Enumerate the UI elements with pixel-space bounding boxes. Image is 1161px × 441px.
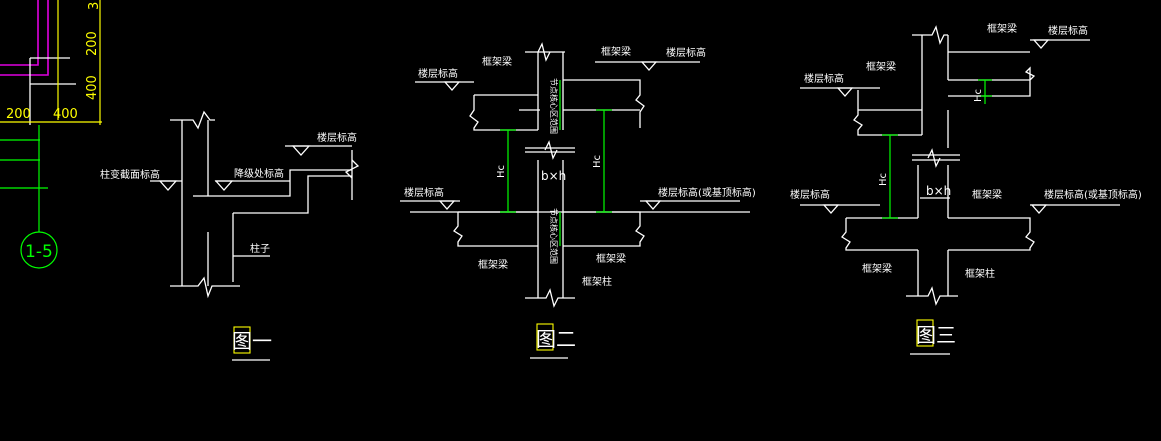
label-frame-beam-top-right: 框架梁: [601, 45, 631, 58]
figure-1-caption: 图一: [232, 329, 272, 353]
label-hc-left: Hc: [496, 165, 507, 178]
beam-upper-left: [469, 95, 538, 131]
label-frame-beam-top: 框架梁: [987, 22, 1017, 35]
label-floor-left-mid: 楼层标高: [790, 188, 830, 201]
label-hc-big: Hc: [878, 173, 889, 186]
label-frame-beam-top-left: 框架梁: [482, 55, 512, 68]
partial-plan-fragment: 1-5 200 400 200 400 3: [0, 0, 102, 269]
beam-lower-left: [453, 212, 538, 247]
dim-3: 3: [87, 2, 102, 10]
break-line-bottom: [170, 276, 240, 299]
label-bxh: b×h: [926, 184, 951, 198]
beam-upper-left: [853, 90, 922, 136]
elevation-mark: [1032, 39, 1050, 49]
elevation-mark: [1030, 204, 1048, 214]
beam-top-right: [948, 66, 1036, 97]
dim-400: 400: [53, 107, 78, 122]
label-floor-right-mid: 楼层标高(或基顶标高): [1044, 188, 1142, 201]
elevation-mark: [438, 200, 456, 210]
label-floor-right-top: 楼层标高: [666, 46, 706, 59]
label-frame-beam-upper-left: 框架梁: [866, 60, 896, 73]
caption-highlight: [916, 319, 934, 347]
elevation-mark: [214, 180, 234, 191]
label-floor-left-top: 楼层标高: [418, 67, 458, 80]
label-bxh: b×h: [541, 169, 566, 183]
label-core-upper: 节点核心区范围: [549, 78, 559, 134]
slab-break-mark: [344, 159, 360, 179]
figure-3-caption: 图三: [916, 323, 956, 347]
caption-highlight: [536, 323, 554, 351]
axis-label: 1-5: [25, 242, 53, 262]
label-step-top: 降级处标高: [234, 167, 284, 180]
break-line-top: [912, 25, 948, 45]
beam-lower-right: [948, 217, 1035, 251]
elevation-mark: [822, 204, 840, 214]
label-frame-beam-bottom-left: 框架梁: [478, 258, 508, 271]
label-hc-right: Hc: [592, 155, 603, 168]
label-frame-column: 框架柱: [965, 267, 995, 280]
figure-2-caption: 图二: [536, 327, 576, 351]
elevation-mark: [640, 61, 658, 71]
label-floor-right-mid: 楼层标高(或基顶标高): [658, 186, 756, 199]
beam-lower-right: [563, 211, 645, 247]
label-hc-small: Hc: [973, 89, 984, 102]
elevation-mark: [644, 200, 662, 210]
break-line-bottom: [525, 288, 575, 308]
label-column-section-top: 柱变截面标高: [100, 168, 160, 181]
beam-lower-left: [841, 218, 918, 251]
dim-200-top: 200: [85, 31, 100, 56]
elevation-mark: [836, 87, 854, 97]
elevation-mark: [158, 180, 178, 191]
column-break-mark: [927, 148, 941, 168]
magenta-wall-line: [0, 0, 39, 66]
axis-bubble: [20, 231, 58, 269]
magenta-wall-line: [0, 0, 49, 76]
column-break-mark: [544, 140, 558, 160]
beam-upper-right: [563, 79, 645, 128]
label-floor-left-top: 楼层标高: [804, 72, 844, 85]
label-floor-left-mid: 楼层标高: [404, 186, 444, 199]
dim-400-top: 400: [85, 75, 100, 100]
slab-lower-line: [233, 175, 352, 214]
break-line-top: [170, 110, 215, 130]
dim-200: 200: [6, 107, 31, 122]
figure-3: 框架梁 楼层标高 楼层标高 框架梁 Hc Hc b×h 楼层标高 框架梁 楼层标…: [790, 22, 1142, 355]
figure-1: 柱变截面标高 降级处标高 楼层标高 柱子 图一: [100, 110, 360, 361]
caption-highlight: [233, 326, 251, 354]
label-floor: 楼层标高: [317, 131, 357, 144]
label-frame-column: 框架柱: [582, 275, 612, 288]
break-line-bottom: [906, 286, 958, 306]
label-frame-beam-bottom-right: 框架梁: [596, 252, 626, 265]
label-column: 柱子: [250, 242, 270, 255]
label-frame-beam-bottom: 框架梁: [862, 262, 892, 275]
slab-upper-line: [193, 169, 352, 197]
elevation-mark: [443, 81, 461, 91]
label-frame-beam-mid: 框架梁: [972, 188, 1002, 201]
figure-2: 楼层标高 框架梁 框架梁 楼层标高 节点核心区范围 节点核心区范围 Hc Hc …: [400, 42, 756, 359]
label-floor-top-right: 楼层标高: [1048, 24, 1088, 37]
label-core-lower: 节点核心区范围: [549, 208, 559, 264]
elevation-mark: [291, 145, 311, 156]
